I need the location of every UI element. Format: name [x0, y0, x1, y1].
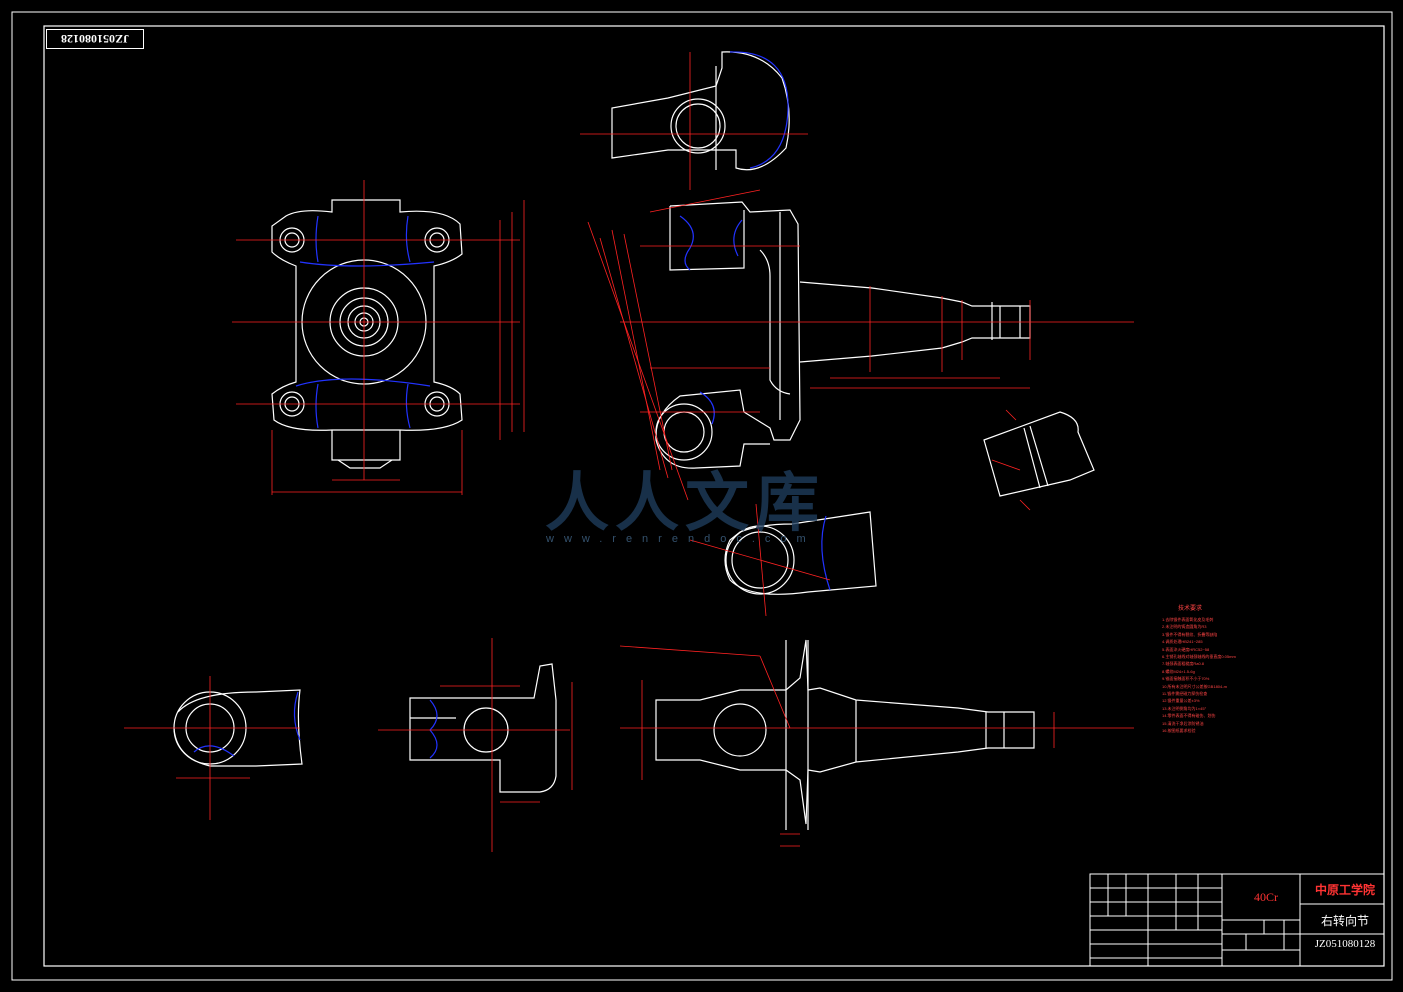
- tech-requirement-item: 4.调质处理HB241~285: [1162, 639, 1203, 645]
- tech-requirement-item: 14.零件表面不得有碰伤、划伤: [1162, 713, 1216, 719]
- tech-requirements-title: 技术要求: [1178, 606, 1203, 612]
- tech-requirement-item: 11.锻件需经磁力探伤检查: [1162, 691, 1208, 696]
- section-c: [983, 411, 1095, 497]
- inner-frame: [43, 25, 1385, 967]
- section-a-blue: [193, 691, 301, 757]
- watermark-url: www.renrendoc.com: [546, 533, 816, 545]
- section-c-dims: [991, 409, 1031, 511]
- tech-requirement-item: 3.锻件不得有裂纹、折叠等缺陷: [1162, 631, 1218, 637]
- side-view-blue: [679, 215, 743, 425]
- tech-requirement-item: 12.锻件重量公差±3%: [1162, 698, 1200, 704]
- tech-requirement-item: 10.所有未注明尺寸公差按GB1804-m: [1162, 683, 1227, 689]
- section-b-blue: [429, 699, 438, 759]
- bottom-main-view: [655, 639, 1035, 830]
- tech-requirement-item: 6.主销孔轴线对轴颈轴线的垂直度0.05mm: [1162, 654, 1236, 659]
- title-block-drawing-code: JZ051080128: [1314, 938, 1376, 950]
- watermark-brand: 人人文库: [545, 466, 825, 541]
- tech-requirement-item: 5.表面淬火硬度HRC52~58: [1162, 646, 1210, 652]
- lug-view-blue: [821, 515, 831, 591]
- tech-requirement-item: 7.轴颈表面粗糙度Ra0.8: [1162, 661, 1205, 667]
- top-view-dims: [580, 52, 808, 190]
- side-view: [655, 201, 1031, 469]
- tech-requirement-item: 15.清洗干净后涂防锈油: [1162, 720, 1204, 726]
- top-view-blue: [729, 51, 789, 169]
- tech-requirement-item: 13.未注明倒角均为1×45°: [1162, 705, 1207, 711]
- front-view-blue-breaks: [295, 215, 435, 429]
- tech-requirement-item: 16.按图纸要求检验: [1162, 728, 1196, 733]
- title-block-material: 40Cr: [1254, 890, 1278, 904]
- lug-view-dims: [689, 503, 831, 617]
- tech-requirement-item: 8.螺纹M24×1.5-6g: [1162, 668, 1195, 674]
- front-view-dims: [232, 180, 525, 495]
- top-view: [611, 51, 790, 171]
- title-block-lines: [1089, 873, 1385, 967]
- section-b-dims: [378, 638, 573, 852]
- tech-requirement-item: 2.未注明的铸造圆角为R3: [1162, 624, 1207, 630]
- section-a-dims: [124, 676, 300, 820]
- outer-frame: [11, 11, 1393, 981]
- side-view-dims: [587, 189, 1134, 501]
- flipped-drawing-code: JZ051080128: [46, 29, 144, 49]
- lug-view: [724, 511, 877, 595]
- title-block-school: 中原工学院: [1314, 883, 1375, 897]
- title-block-part-name: 右转向节: [1320, 914, 1369, 928]
- tech-requirement-item: 9.锥面接触面积不小于70%: [1162, 676, 1210, 682]
- bottom-main-view-dims: [619, 645, 1134, 847]
- tech-requirement-item: 1.去除锻件表面氧化皮及毛刺: [1162, 617, 1214, 622]
